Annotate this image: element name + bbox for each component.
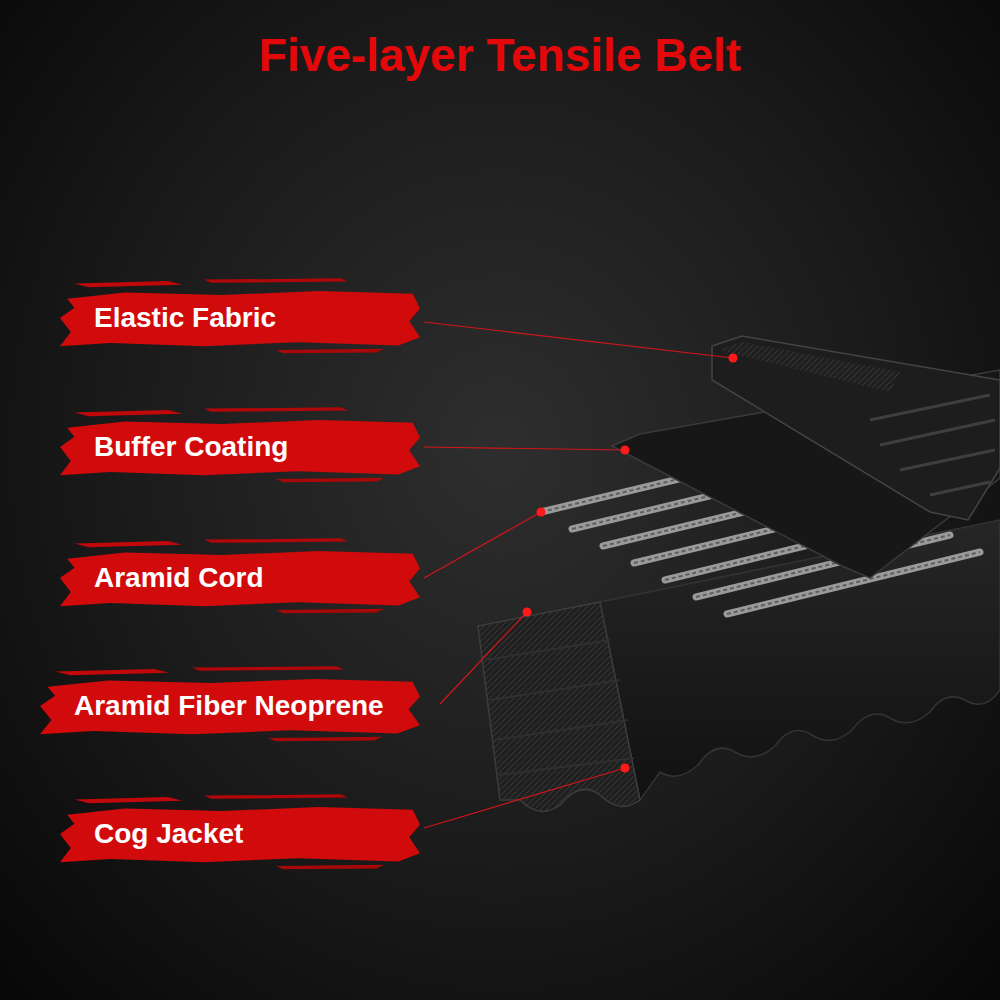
callout-dot — [621, 764, 630, 773]
part-label: Buffer Coating — [94, 431, 288, 463]
label-brush: Aramid Fiber Neoprene — [40, 674, 420, 738]
part-label: Elastic Fabric — [94, 302, 276, 334]
brush-streak — [204, 538, 348, 542]
brush-streak — [204, 278, 348, 282]
leader-line — [424, 512, 541, 578]
brush-streak — [276, 349, 384, 353]
elastic-fabric-top — [718, 342, 900, 392]
leader-line — [424, 447, 625, 450]
leader-lines — [424, 322, 733, 828]
belt-body — [600, 520, 1000, 800]
brush-streak — [276, 609, 384, 613]
brush-fill — [60, 551, 420, 606]
brush-streak — [55, 669, 169, 675]
brush-streak — [74, 541, 182, 547]
brush-streak — [276, 478, 384, 482]
part-label: Aramid Fiber Neoprene — [74, 690, 384, 722]
fabric-ribs — [870, 395, 995, 495]
label-brush: Buffer Coating — [60, 415, 420, 479]
elastic-fabric-layer — [712, 336, 1000, 520]
callout-dot — [621, 446, 630, 455]
brush-fill — [40, 679, 420, 734]
brush-fill — [60, 291, 420, 346]
leader-line — [424, 322, 733, 358]
callout-dot — [523, 608, 532, 617]
section-lines — [485, 640, 634, 775]
brush-streak — [276, 865, 384, 869]
brush-fill — [60, 807, 420, 862]
leader-line — [440, 612, 527, 704]
label-brush: Aramid Cord — [60, 546, 420, 610]
label-brush: Cog Jacket — [60, 802, 420, 866]
callout-dots — [523, 354, 738, 773]
belt-cross-section — [478, 602, 640, 811]
brush-streak — [74, 410, 182, 416]
brush-streak — [74, 281, 182, 287]
brush-fill — [60, 420, 420, 475]
leader-line — [424, 768, 625, 828]
part-label: Aramid Cord — [94, 562, 264, 594]
brush-streak — [268, 737, 382, 741]
callout-dot — [537, 508, 546, 517]
label-brush: Elastic Fabric — [60, 286, 420, 350]
brush-streak — [204, 794, 348, 798]
brush-streak — [204, 407, 348, 411]
title: Five-layer Tensile Belt — [0, 28, 1000, 82]
brush-streak — [74, 797, 182, 803]
callout-dot — [729, 354, 738, 363]
part-label: Cog Jacket — [94, 818, 243, 850]
brush-streak — [192, 666, 344, 670]
